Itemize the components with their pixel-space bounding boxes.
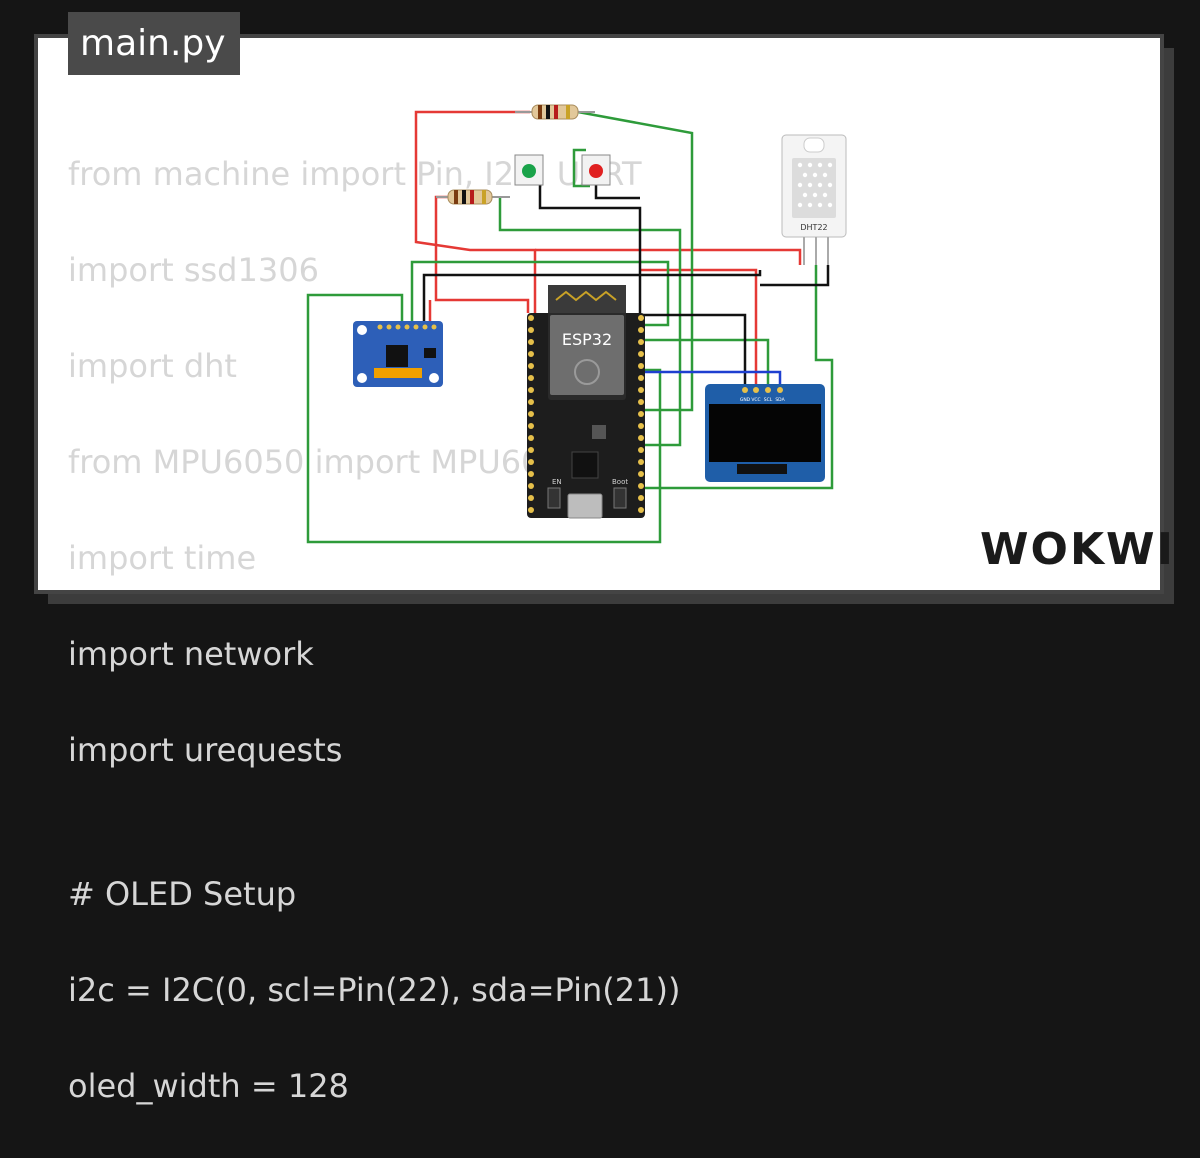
wire-black <box>538 182 642 313</box>
esp32-label: ESP32 <box>562 330 612 349</box>
wire-green <box>577 110 694 412</box>
resistor-left <box>436 189 510 205</box>
oled-pin-label: SCL <box>764 397 773 403</box>
dht22-sensor: DHT22 <box>781 134 847 265</box>
oled-pin-label: VCC <box>751 397 760 403</box>
dht22-label: DHT22 <box>800 223 827 232</box>
code-line: import network <box>68 635 314 673</box>
wire-green <box>498 197 682 447</box>
code-line: import ssd1306 <box>68 251 319 289</box>
push-button-green[interactable] <box>514 154 544 186</box>
wire-black <box>760 265 830 287</box>
resistor-top <box>515 104 595 120</box>
wire-black <box>594 185 640 200</box>
oled-pin-label: GND <box>740 397 751 403</box>
code-line: i2c = I2C(0, scl=Pin(22), sda=Pin(21)) <box>68 971 681 1009</box>
circuit-diagram: ESP32 EN Boot <box>306 104 847 544</box>
wire-green <box>410 260 670 327</box>
wire-green <box>641 338 770 384</box>
wire-red <box>641 268 758 384</box>
wire-red <box>535 248 802 265</box>
esp32-board: ESP32 EN Boot <box>527 285 645 519</box>
code-line: import dht <box>68 347 237 385</box>
code-line: oled_width = 128 <box>68 1067 349 1105</box>
frame-shadow-right <box>1164 48 1174 604</box>
wire-red <box>414 110 537 313</box>
code-line: import time <box>68 539 257 577</box>
oled-display: GND VCC SCL SDA <box>705 384 825 482</box>
push-button-red[interactable] <box>581 154 611 186</box>
code-line: import urequests <box>68 731 343 769</box>
wire-green <box>306 293 662 544</box>
file-tab[interactable]: main.py <box>68 12 240 75</box>
frame-shadow-bottom <box>48 594 1174 604</box>
wire-green <box>572 148 590 188</box>
wires <box>306 110 834 544</box>
wire-black <box>641 313 747 384</box>
wire-green <box>641 265 834 490</box>
boot-button-label: Boot <box>612 478 628 486</box>
wire-black <box>422 270 762 322</box>
wire-red <box>434 195 530 313</box>
mpu6050-module <box>353 321 443 387</box>
wokwi-logo: WOKWI <box>980 524 1175 575</box>
en-button-label: EN <box>552 478 562 486</box>
code-line: # OLED Setup <box>68 875 297 913</box>
oled-pin-label: SDA <box>775 397 785 403</box>
wire-blue <box>641 370 782 384</box>
